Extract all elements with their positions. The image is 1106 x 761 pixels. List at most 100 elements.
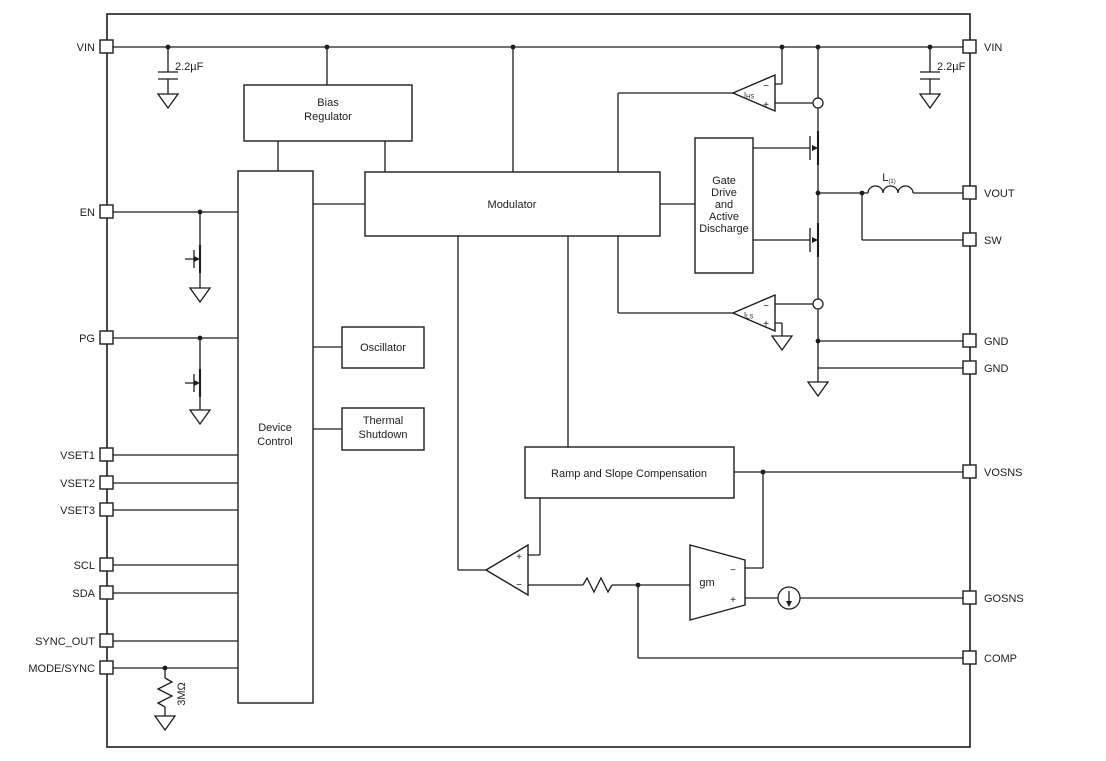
low-side-sense-amp: − + ILS [731, 293, 794, 352]
net-vout-sw [818, 192, 963, 241]
block-label: Modulator [488, 199, 537, 211]
pin-label: GND [984, 336, 1009, 348]
net-bias-links [277, 141, 386, 172]
pwm-comparator: + − [484, 543, 613, 597]
input-cap-left: 2.2µF [156, 61, 204, 110]
junction-dot [635, 582, 641, 588]
junction-dot [510, 44, 516, 50]
block-gate-drive: Gate Drive and Active Discharge [694, 137, 754, 274]
amp-label: ILS [744, 310, 753, 321]
comparator-triangle [484, 543, 529, 597]
pin-square [99, 475, 114, 490]
minus-sign: − [516, 580, 522, 591]
pin-square [962, 39, 977, 54]
junction-dot [815, 44, 821, 50]
mode-sync-pulldown: 3MΩ [153, 668, 188, 732]
fet-leads [753, 108, 819, 193]
pin-left-vset2: VSET2 [60, 475, 114, 490]
junction-dot [859, 190, 865, 196]
pin-right-vosns: VOSNS [962, 464, 1023, 479]
pin-left-scl: SCL [74, 557, 114, 572]
pin-label: VIN [77, 42, 95, 54]
block-label: Control [257, 436, 292, 448]
wires [113, 46, 963, 669]
ground-symbol [153, 715, 177, 732]
pin-label: SYNC_OUT [35, 636, 95, 648]
block-outline [694, 137, 754, 274]
pin-square [962, 333, 977, 348]
pin-left-sync-out: SYNC_OUT [35, 633, 114, 648]
pin-label: VOSNS [984, 467, 1023, 479]
pin-left-sda: SDA [72, 585, 114, 600]
pin-label: VSET1 [60, 450, 95, 462]
block-modulator: Modulator [364, 171, 661, 237]
block-bias-regulator: Bias Regulator [243, 84, 413, 142]
nmos-en-pulldown [185, 212, 212, 304]
pin-label: COMP [984, 653, 1017, 665]
resistor-symbol [156, 677, 174, 708]
pin-square [99, 557, 114, 572]
high-side-sense-amp: − + IHS [731, 73, 776, 113]
block-ramp-slope-compensation: Ramp and Slope Compensation [524, 446, 735, 499]
pin-left-pg: PG [79, 330, 114, 345]
pin-label: SCL [74, 560, 95, 572]
fet-arrow [194, 256, 200, 262]
ground-symbol [918, 93, 942, 110]
net-pwm-comparator [457, 236, 963, 659]
net-gnd [817, 340, 963, 382]
net-left-pins-bus [113, 211, 238, 669]
amp-label: IHS [744, 90, 754, 101]
block-outline [524, 446, 735, 499]
nmos-low-side [753, 193, 824, 341]
net-ils-wires [617, 236, 813, 336]
ground-symbol-power [806, 381, 830, 398]
nmos-pg-pulldown [185, 338, 212, 426]
fet-arrow [812, 145, 818, 151]
output-inductor: L(1) [867, 172, 914, 194]
pin-label: VSET2 [60, 478, 95, 490]
pin-square [962, 360, 977, 375]
block-thermal-shutdown: Thermal Shutdown [341, 407, 425, 451]
pin-label: SW [984, 235, 1002, 247]
amp-triangle [731, 293, 776, 333]
block-label: Regulator [304, 111, 352, 123]
block-label: Shutdown [359, 429, 408, 441]
block-label: Gate [712, 175, 736, 187]
capacitor-symbol [158, 71, 178, 94]
pin-square [99, 330, 114, 345]
pin-right-sw: SW [962, 232, 1002, 247]
plus-sign: + [730, 595, 736, 606]
pin-square [99, 39, 114, 54]
cap-value-label: 2.2µF [937, 61, 966, 73]
junction-dot [760, 469, 766, 475]
ground-symbol [156, 93, 180, 110]
current-sense-probe [812, 298, 824, 310]
pin-right-gosns: GOSNS [962, 590, 1024, 605]
junction-dot [927, 44, 933, 50]
fet-arrow [194, 380, 200, 386]
pin-left-vset3: VSET3 [60, 502, 114, 517]
ground-symbol [188, 287, 212, 304]
block-label: Ramp and Slope Compensation [551, 468, 707, 480]
minus-sign: − [763, 81, 769, 92]
junction-dot [162, 665, 168, 671]
block-outline [341, 407, 425, 451]
pin-square [99, 502, 114, 517]
gm-error-amp: gm − + [689, 544, 746, 621]
pin-right-comp: COMP [962, 650, 1017, 665]
pin-square [99, 660, 114, 675]
junction-dot [779, 44, 785, 50]
inductor-symbol [867, 185, 914, 194]
current-source-arrowhead [786, 601, 792, 607]
current-sense-probe [812, 97, 824, 109]
inductor-label: L(1) [882, 172, 895, 185]
gm-trapezoid [689, 544, 746, 621]
cap-value-label: 2.2µF [175, 61, 204, 73]
junction-dot [197, 209, 203, 215]
pin-right-vin: VIN [962, 39, 1002, 54]
capacitor-symbol [920, 71, 940, 94]
pin-label: VIN [984, 42, 1002, 54]
block-label: Device [258, 422, 292, 434]
ground-symbol [188, 409, 212, 426]
block-label: Discharge [699, 223, 749, 235]
